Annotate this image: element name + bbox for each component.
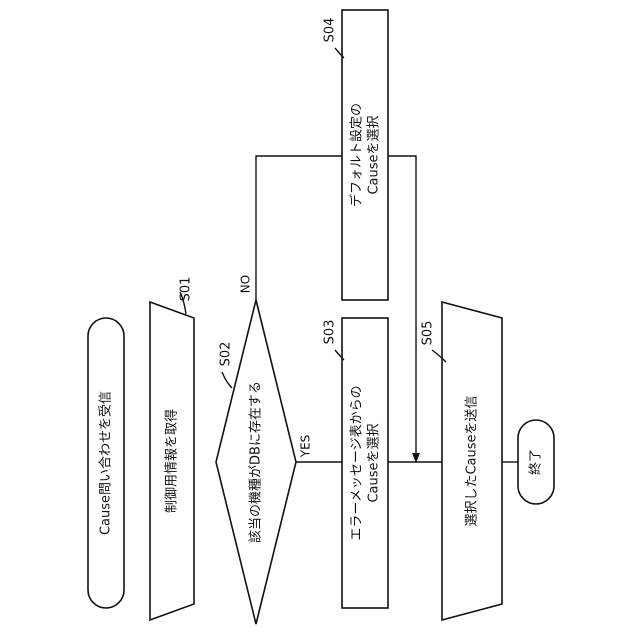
- s03-text-line1: エラーメッセージ表からの: [350, 385, 365, 540]
- s03-text-line2: Causeを選択: [367, 423, 382, 502]
- branch-yes-label: YES: [299, 435, 313, 459]
- connector-no-branch: [256, 156, 342, 300]
- start-text: Cause問い合わせを受信: [99, 391, 114, 535]
- s01-step-label: S01: [179, 277, 194, 302]
- s04-step-label: S04: [323, 18, 338, 43]
- s02-leader-line: [222, 372, 232, 388]
- s04-text-line1: デフォルト設定の: [349, 103, 365, 207]
- connector-s04-merge: [388, 156, 416, 462]
- s05-text: 選択したCauseを送信: [465, 395, 480, 526]
- s01-text: 制御用情報を取得: [164, 409, 180, 513]
- s05-step-label: S05: [421, 321, 436, 346]
- branch-no-label: NO: [239, 275, 253, 293]
- s02-step-label: S02: [219, 342, 234, 367]
- end-text: 終了: [528, 449, 544, 475]
- s04-text-line2: Causeを選択: [367, 115, 382, 194]
- s02-text: 該当の機種がDBに存在する: [248, 381, 264, 543]
- s03-step-label: S03: [323, 320, 338, 345]
